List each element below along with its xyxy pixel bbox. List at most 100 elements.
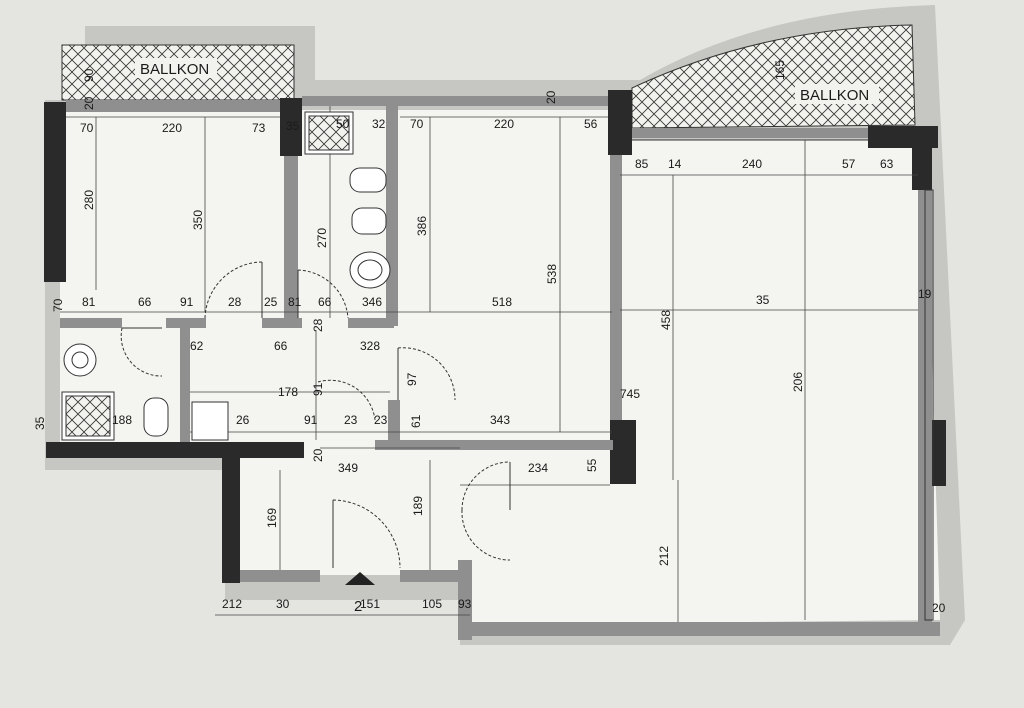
dim-label: 212 <box>222 597 242 611</box>
dim-label: 90 <box>82 68 96 82</box>
wall-column-center2 <box>610 420 636 484</box>
dim-label: 85 <box>635 157 649 171</box>
dim-label: 55 <box>585 458 599 472</box>
dim-label: 97 <box>405 372 419 386</box>
dim-label: 70 <box>80 121 94 135</box>
dim-label: 91 <box>304 413 318 427</box>
wall-mid-vert <box>284 156 298 326</box>
wall-left-upper <box>44 102 66 282</box>
dim-label: 206 <box>791 372 805 392</box>
dim-label: 280 <box>82 190 96 210</box>
wall-room2-left <box>388 400 400 442</box>
window-right <box>924 189 934 621</box>
wall-entry-right <box>458 560 472 640</box>
dim-label: 28 <box>311 318 325 332</box>
dim-label: 28 <box>228 295 242 309</box>
dim-label: 23 <box>374 413 388 427</box>
dim-label: 538 <box>545 264 559 284</box>
dim-label: 35 <box>33 416 47 430</box>
dim-label: 165 <box>773 60 787 80</box>
balcony-left-label-bg <box>135 58 217 78</box>
dim-label: 56 <box>584 117 598 131</box>
door-swings <box>120 261 511 569</box>
dim-label: 23 <box>344 413 358 427</box>
balcony-right-label-bg <box>795 84 879 104</box>
wall-wc-sep <box>348 318 394 328</box>
wall-bottom-entry2 <box>400 570 470 582</box>
dim-label: 240 <box>742 157 762 171</box>
dim-label: 105 <box>422 597 442 611</box>
wall-bath-sep1 <box>60 318 122 328</box>
dim-label: 458 <box>659 310 673 330</box>
dim-label: 270 <box>315 228 329 248</box>
wall-wc-right <box>386 106 398 326</box>
dim-label: 188 <box>112 413 132 427</box>
dim-label: 62 <box>190 339 204 353</box>
dim-label: 346 <box>362 295 382 309</box>
dim-label: 93 <box>458 597 472 611</box>
dim-label: 20 <box>932 601 946 615</box>
wall-top-right <box>632 128 868 138</box>
dim-label: 70 <box>51 298 65 312</box>
dim-label: 91 <box>180 295 194 309</box>
dim-label: 343 <box>490 413 510 427</box>
entrance-arrow-icon <box>345 572 375 585</box>
wall-right-top <box>912 126 932 190</box>
dim-label: 20 <box>311 448 325 462</box>
dim-label: 19 <box>918 287 932 301</box>
dim-label: 386 <box>415 216 429 236</box>
wall-room3-left <box>610 155 622 420</box>
balcony-right-label: BALLKON <box>800 87 869 104</box>
wall-top-left <box>66 100 280 112</box>
dim-label: 189 <box>411 496 425 516</box>
dim-label: 220 <box>162 121 182 135</box>
dim-label: 66 <box>318 295 332 309</box>
dimension-labels: 70 220 73 35 50 32 70 220 56 165 85 14 2… <box>80 60 946 615</box>
wall-bath-sep2 <box>166 318 206 328</box>
wall-bath2-sep <box>262 318 302 328</box>
dim-label: 81 <box>288 295 302 309</box>
wall-bottom-left <box>46 442 304 458</box>
dim-label: 169 <box>265 508 279 528</box>
dim-label: 35 <box>286 119 300 133</box>
dim-label: 178 <box>278 385 298 399</box>
dim-label: 349 <box>338 461 358 475</box>
dim-label: 20 <box>82 96 96 110</box>
dim-label: 14 <box>668 157 682 171</box>
dim-label: 234 <box>528 461 548 475</box>
dim-label: 220 <box>494 117 514 131</box>
wall-column-center <box>608 90 632 155</box>
dim-label: 518 <box>492 295 512 309</box>
wall-column-mid <box>280 98 302 156</box>
dim-label: 61 <box>409 414 423 428</box>
dim-label: 32 <box>372 117 386 131</box>
dim-label: 66 <box>138 295 152 309</box>
entrance-number: 2 <box>354 598 362 615</box>
dim-label: 26 <box>236 413 250 427</box>
wall-bath-vert <box>180 326 190 442</box>
dimension-lines <box>60 106 918 622</box>
dim-label: 350 <box>191 210 205 230</box>
wall-top-mid <box>302 96 608 106</box>
balcony-left-label: BALLKON <box>140 61 209 78</box>
dim-label: 50 <box>336 117 350 131</box>
dim-label: 63 <box>880 157 894 171</box>
dim-label: 20 <box>544 90 558 104</box>
bathroom-fixtures <box>61 111 391 441</box>
dim-label: 30 <box>276 597 290 611</box>
dim-label: 81 <box>82 295 96 309</box>
wall-entry-left <box>222 455 240 583</box>
dim-label: 35 <box>756 293 770 307</box>
dim-label: 73 <box>252 121 266 135</box>
dim-label: 66 <box>274 339 288 353</box>
wall-bottom-right <box>460 622 940 636</box>
wall-bottom-entry <box>240 570 320 582</box>
dim-label: 328 <box>360 339 380 353</box>
dim-label: 151 <box>360 597 380 611</box>
wall-corridor-top <box>375 440 613 450</box>
dim-label: 212 <box>657 546 671 566</box>
dim-label: 70 <box>410 117 424 131</box>
dim-label: 57 <box>842 157 856 171</box>
dimension-labels-vertical: 90 20 20 280 350 270 386 538 70 458 28 9… <box>33 68 805 566</box>
